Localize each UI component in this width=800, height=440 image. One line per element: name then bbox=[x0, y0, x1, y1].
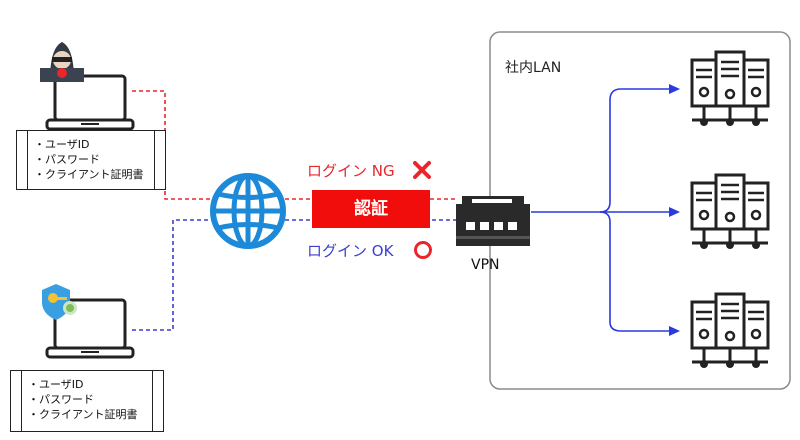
arrowheads bbox=[669, 84, 680, 336]
server-icon bbox=[690, 50, 770, 126]
cred-password: ・パスワード bbox=[34, 153, 100, 166]
cred-client-cert: ・クライアント証明書 bbox=[34, 168, 144, 181]
cred-password: ・パスワード bbox=[28, 393, 94, 406]
cred-user-id: ・ユーザID bbox=[28, 378, 84, 391]
switch-icon bbox=[456, 196, 530, 246]
cred-client-cert: ・クライアント証明書 bbox=[28, 408, 138, 421]
user-credentials-box: ・ユーザID ・パスワード ・クライアント証明書 bbox=[10, 370, 164, 432]
attacker-credentials-box: ・ユーザID ・パスワード ・クライアント証明書 bbox=[16, 130, 166, 190]
lan-arrows bbox=[531, 88, 672, 332]
attacker-laptop-icon bbox=[45, 74, 135, 131]
login-ng-label: ログイン NG bbox=[307, 162, 395, 180]
server-icon bbox=[690, 292, 770, 370]
auth-box: 認証 bbox=[312, 190, 430, 228]
shield-key-icon bbox=[42, 284, 77, 320]
vpn-label: VPN bbox=[471, 257, 500, 273]
lan-label: 社内LAN bbox=[505, 60, 562, 76]
attacker-icon bbox=[40, 42, 84, 82]
cross-icon bbox=[413, 161, 431, 179]
server-icon bbox=[690, 173, 770, 251]
globe-icon bbox=[210, 173, 286, 249]
user-path bbox=[132, 219, 212, 331]
circle-icon bbox=[414, 241, 432, 259]
login-ok-label: ログイン OK bbox=[307, 242, 394, 260]
cred-user-id: ・ユーザID bbox=[34, 138, 90, 151]
